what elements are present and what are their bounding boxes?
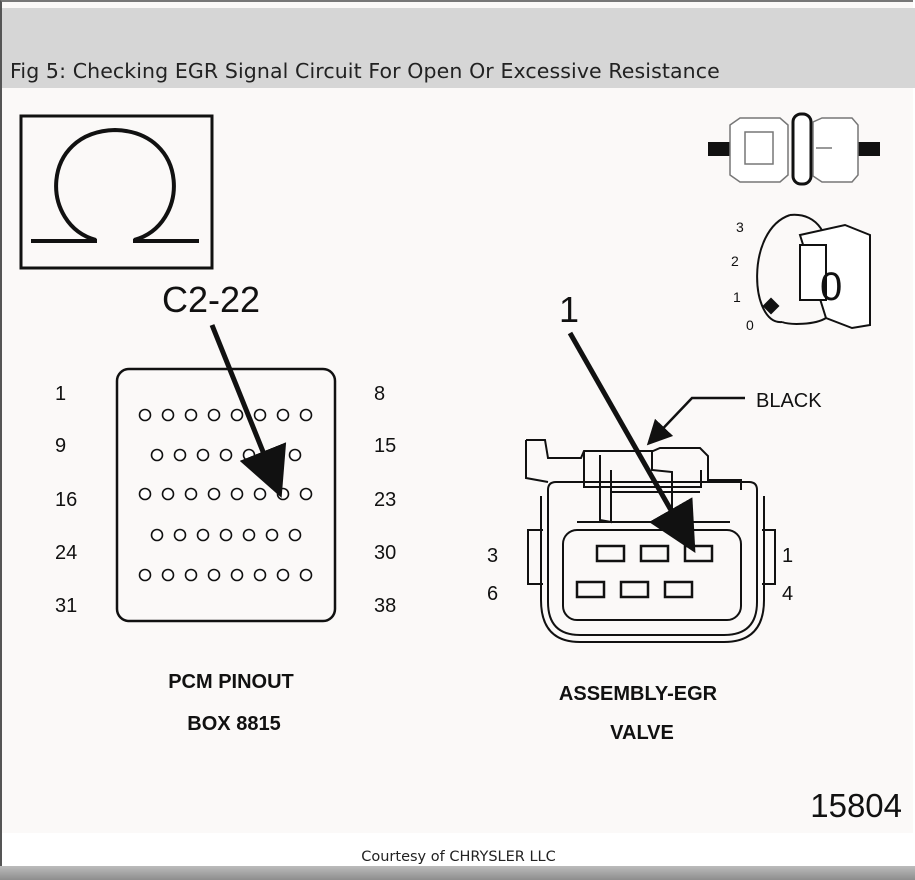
pcm-pin-hole (288, 448, 302, 462)
pcm-caption-line1: PCM PINOUT (168, 671, 294, 693)
egr-pin-callout-label: 1 (559, 289, 579, 330)
ohmmeter-symbol-icon (19, 114, 214, 270)
pcm-pin-hole (161, 568, 175, 582)
courtesy-credit: Courtesy of CHRYSLER LLC (361, 849, 556, 865)
pcm-pin-hole (230, 487, 244, 501)
pcm-pin-hole (242, 448, 256, 462)
pcm-pin-hole (265, 528, 279, 542)
pcm-row-label-right: 15 (374, 435, 396, 457)
pcm-pin-hole (276, 408, 290, 422)
pcm-pin-hole (150, 448, 164, 462)
pin-callout-arrow (209, 324, 287, 498)
pcm-pin-hole (196, 448, 210, 462)
pcm-row-label-right: 8 (374, 383, 385, 405)
pcm-pin-hole (138, 487, 152, 501)
ignition-position-3: 3 (736, 219, 744, 235)
ignition-position-0: 0 (746, 317, 754, 333)
pcm-pin-hole (276, 568, 290, 582)
pcm-pin-hole (184, 487, 198, 501)
pcm-pin-hole (299, 408, 313, 422)
ignition-switch-icon: 3 2 1 0 0 (731, 213, 871, 333)
footer: Courtesy of CHRYSLER LLC (2, 833, 915, 866)
wire-color-arrow (646, 396, 745, 446)
pcm-pin-hole (219, 448, 233, 462)
pcm-pin-hole (161, 487, 175, 501)
egr-caption-line2: VALVE (610, 722, 674, 744)
pcm-pin-hole (207, 487, 221, 501)
pcm-pin-hole (184, 408, 198, 422)
disconnected-connector-icon (708, 112, 880, 186)
pcm-pin-hole (253, 568, 267, 582)
egr-caption-line1: ASSEMBLY-EGR (559, 683, 718, 705)
pcm-pin-hole (138, 408, 152, 422)
pcm-pinout: 1 9 16 24 31 8 15 23 30 38 PCM PINOUT BO… (55, 367, 396, 735)
pcm-pin-hole (230, 408, 244, 422)
egr-pin-callout-arrow (567, 331, 696, 554)
pcm-pin-hole (288, 528, 302, 542)
pcm-pin-hole (219, 528, 233, 542)
pcm-pin-hole (230, 568, 244, 582)
pcm-pin-hole (161, 408, 175, 422)
pcm-pin-hole (242, 528, 256, 542)
wiring-diagram: 3 2 1 0 0 1 9 16 24 31 8 15 23 30 38 PCM… (2, 88, 915, 833)
figure-title: Fig 5: Checking EGR Signal Circuit For O… (10, 59, 720, 83)
ignition-position-1: 1 (733, 289, 741, 305)
pcm-row-label-left: 16 (55, 489, 77, 511)
pcm-row-label-right: 30 (374, 542, 396, 564)
pcm-pin-hole (196, 528, 210, 542)
pcm-row-label-left: 9 (55, 435, 66, 457)
egr-pin-label-6: 6 (487, 583, 498, 605)
window-bottom-edge (0, 866, 915, 880)
pcm-pin-hole (150, 528, 164, 542)
pcm-row-label-left: 31 (55, 595, 77, 617)
pcm-pin-hole (253, 408, 267, 422)
pcm-pin-hole (173, 448, 187, 462)
pcm-pin-hole (299, 568, 313, 582)
egr-valve-connector (525, 439, 776, 643)
pcm-pin-hole (138, 568, 152, 582)
pcm-pin-hole (184, 568, 198, 582)
pcm-pin-hole (173, 528, 187, 542)
egr-pin-label-1: 1 (782, 545, 793, 567)
pcm-pin-hole (276, 487, 290, 501)
pcm-pin-hole (299, 487, 313, 501)
pcm-pin-hole (253, 487, 267, 501)
egr-pin-label-4: 4 (782, 583, 793, 605)
ignition-key-label: 0 (820, 265, 842, 309)
wire-color-label: BLACK (756, 390, 822, 412)
pcm-pin-hole (207, 408, 221, 422)
pcm-pin-hole (207, 568, 221, 582)
pcm-pin-holes (138, 408, 313, 582)
pcm-row-label-left: 1 (55, 383, 66, 405)
pin-callout-label: C2-22 (162, 279, 260, 320)
pcm-caption-line2: BOX 8815 (187, 713, 280, 735)
egr-pin-label-3: 3 (487, 545, 498, 567)
ignition-position-2: 2 (731, 253, 739, 269)
pcm-row-label-right: 23 (374, 489, 396, 511)
title-bar: Fig 5: Checking EGR Signal Circuit For O… (2, 8, 915, 88)
figure-number: 15804 (810, 787, 902, 824)
pcm-row-label-left: 24 (55, 542, 77, 564)
pcm-row-label-right: 38 (374, 595, 396, 617)
